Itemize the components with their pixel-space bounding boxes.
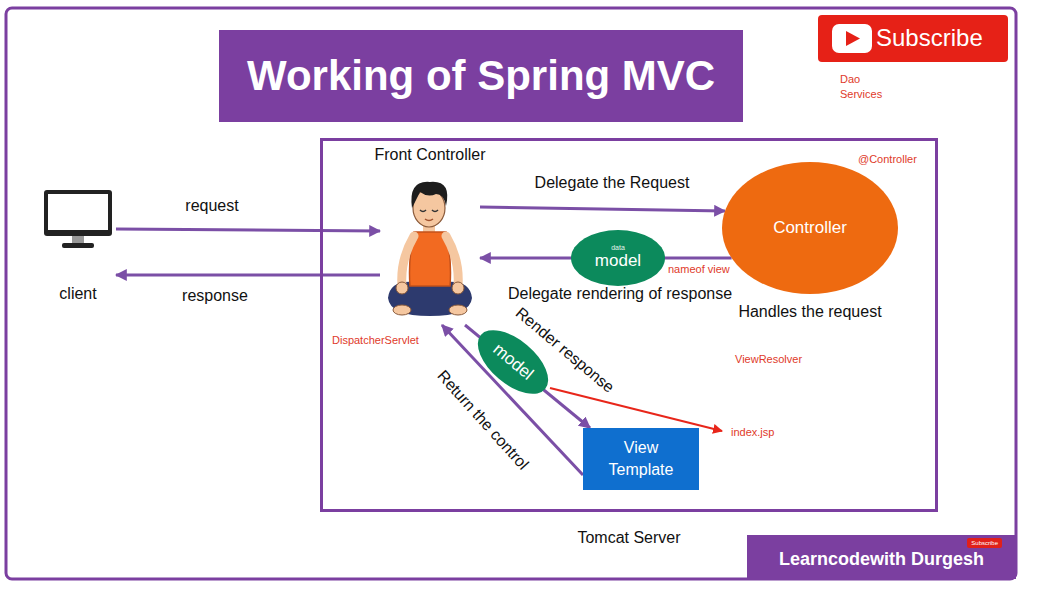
node-text: @Controller — [858, 153, 917, 166]
node-text: Subscribe — [876, 24, 983, 53]
view-box: View Template — [583, 428, 699, 490]
annotation-label: ViewResolver — [735, 353, 802, 366]
slide-frame — [6, 8, 1016, 579]
subscribe-button: Subscribe — [818, 15, 1008, 62]
channel-banner: Learncodewith DurgeshSubscribe — [747, 535, 1016, 579]
client-computer: client — [40, 188, 116, 304]
ellipse-fill — [722, 162, 898, 294]
node-text: Handles the request — [738, 302, 881, 321]
node-text: Tomcat Server — [577, 528, 680, 547]
title-text: Working of Spring MVC — [247, 52, 715, 100]
node-text: Front Controller — [374, 145, 485, 164]
annotation-label: Dao — [840, 73, 860, 86]
server-boundary: Tomcat ServerFront ControllerDispatcherS… — [320, 138, 938, 512]
meditating-person — [388, 182, 472, 316]
node-text: data — [611, 244, 625, 251]
node-text: client — [59, 284, 96, 303]
node-text: DispatcherServlet — [332, 334, 419, 347]
node-text: Controller — [773, 218, 847, 238]
ellipse-fill — [571, 230, 665, 286]
annotation-label: nameof view — [668, 263, 730, 276]
edge-label: request — [185, 196, 238, 215]
node-text: View Template — [599, 437, 683, 480]
node-text: Learncodewith Durgesh — [779, 549, 984, 571]
edge-label: response — [182, 286, 248, 305]
node-text: model — [595, 251, 641, 271]
annotation-label: index.jsp — [731, 426, 774, 439]
node-text: Subscribe — [967, 538, 1002, 548]
flow-arrow — [480, 207, 725, 211]
flow-arrow — [116, 274, 380, 277]
view-resolver-arrow — [550, 388, 722, 431]
title-banner: Working of Spring MVC — [219, 30, 743, 122]
subscribe-button-shape — [818, 15, 1008, 62]
edge-label: Delegate rendering of response — [508, 284, 732, 303]
front-controller: Front ControllerDispatcherServlet — [380, 170, 480, 325]
monitor-icon — [44, 190, 112, 248]
flow-arrow — [116, 229, 380, 231]
model-ellipse: datamodel — [571, 230, 665, 286]
annotation-label: Services — [840, 88, 882, 101]
controller-ellipse: @ControllerControllerHandles the request — [722, 162, 898, 294]
edge-label: Delegate the Request — [535, 173, 690, 192]
